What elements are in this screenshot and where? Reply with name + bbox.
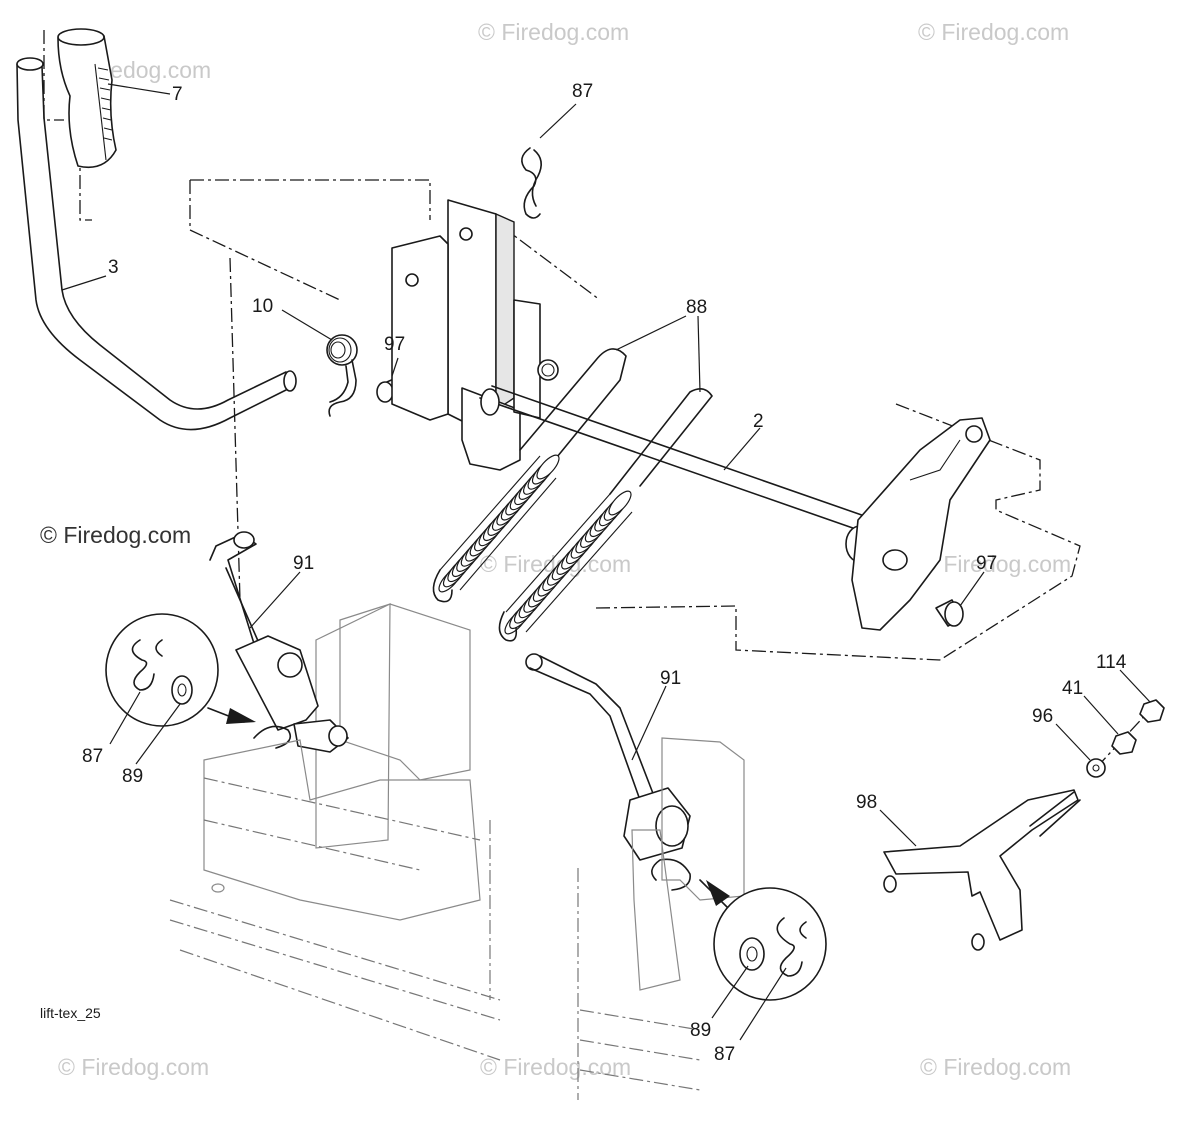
spring-coil	[536, 454, 560, 480]
bolt	[935, 599, 964, 627]
spring-coils-left	[439, 455, 557, 591]
callout-label: 7	[172, 84, 183, 105]
extension-springs	[432, 348, 713, 642]
watermark: © Firedog.com	[920, 551, 1071, 577]
spring-coil	[608, 490, 632, 516]
callout-label: 89	[690, 1020, 711, 1041]
callout-label: 114	[1096, 652, 1127, 673]
gauge-wheel-bracket	[883, 789, 1081, 951]
callout-label: 2	[753, 411, 764, 432]
callout-label: 10	[252, 296, 273, 317]
diagram-reference: lift-tex_25	[40, 1005, 101, 1021]
spring-coil-group	[504, 490, 632, 635]
callout-label: 96	[1032, 706, 1053, 727]
callout-label: 3	[108, 257, 119, 278]
callout-label: 41	[1062, 678, 1083, 699]
linkage-rod	[209, 531, 263, 651]
callout-label: 91	[293, 553, 314, 574]
callout-label: 98	[856, 792, 877, 813]
callout-label: 87	[82, 746, 103, 767]
spring-coils-right	[505, 493, 633, 633]
mounting-bracket	[189, 179, 601, 601]
callout-label: 87	[572, 81, 593, 102]
callout-label: 87	[714, 1044, 735, 1065]
detail-bubble	[105, 613, 256, 727]
callout-label: 97	[384, 334, 405, 355]
callout-label: 91	[660, 668, 681, 689]
callout-label: 97	[976, 553, 997, 574]
detail-bubble	[699, 879, 827, 1001]
deck-housing	[169, 739, 501, 1061]
watermark: © Firedog.com	[918, 19, 1069, 45]
watermark: © Firedog.com	[40, 522, 191, 548]
callout-label: 88	[686, 297, 707, 318]
lift-arm	[595, 403, 1081, 661]
deck-bracket	[235, 603, 471, 849]
torsion-spring	[326, 334, 358, 417]
handle-grip	[57, 28, 117, 169]
cotter-pin	[521, 147, 542, 219]
callouts: 7 87 3 10 97 88 2 97 91 87 89 91 114 41 …	[61, 81, 1151, 1065]
hardware-stack	[1086, 699, 1165, 778]
watermark: © Firedog.com	[478, 19, 629, 45]
lift-lever	[16, 30, 297, 431]
spring-coil-group	[438, 454, 560, 593]
watermark: © Firedog.com	[58, 1054, 209, 1080]
linkage-rod	[525, 653, 691, 891]
watermark: © Firedog.com	[480, 1054, 631, 1080]
watermark: © Firedog.com	[920, 1054, 1071, 1080]
callout-label: 89	[122, 766, 143, 787]
